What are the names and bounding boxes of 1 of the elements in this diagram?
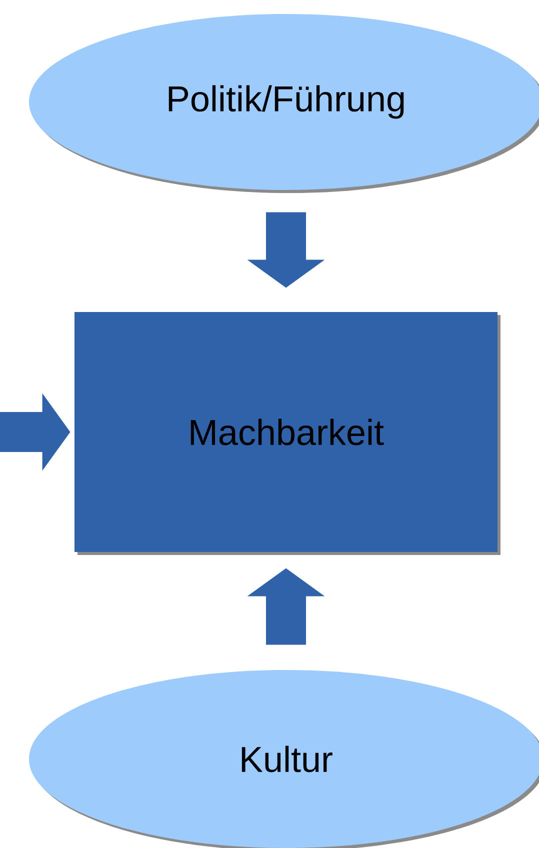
- process-box: Machbarkeit: [74, 312, 500, 555]
